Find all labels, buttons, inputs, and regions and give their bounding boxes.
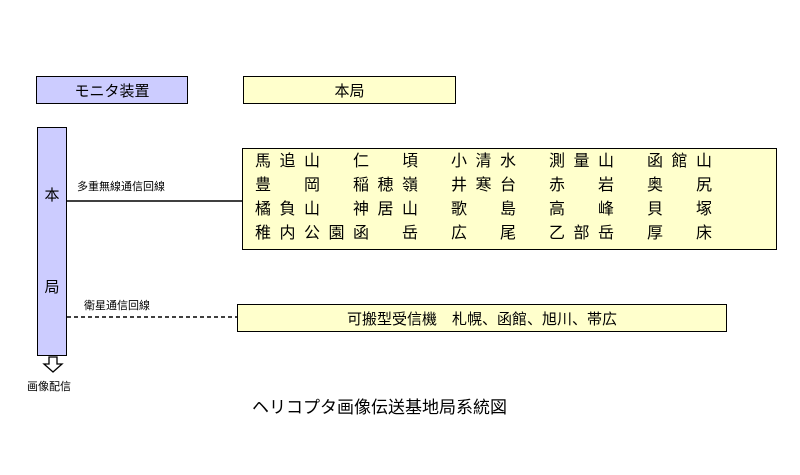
main-station-column: 本 局: [37, 127, 67, 356]
station-char: 馬: [255, 151, 272, 170]
station-char: 館: [671, 151, 688, 170]
station-char: 岳: [598, 223, 615, 242]
station-char: 尻: [696, 175, 713, 194]
station-char: 台: [500, 175, 517, 194]
station-char: 井: [451, 175, 468, 194]
station-char: 仁: [353, 151, 370, 170]
station-char: 測: [549, 151, 566, 170]
multiplex-link-label: 多重無線通信回線: [77, 180, 165, 193]
station-char: 神: [353, 199, 370, 218]
station-char: 山: [402, 199, 419, 218]
station-char: 穂: [377, 175, 394, 194]
station-char: 歌: [451, 199, 468, 218]
station-char: 稲: [353, 175, 370, 194]
station-char: 小: [451, 151, 468, 170]
station-char: 寒: [475, 175, 492, 194]
station-char: 貝: [647, 199, 664, 218]
station-char: 部: [573, 223, 590, 242]
station-char: 函: [647, 151, 664, 170]
main-station-label-box: 本局: [243, 76, 456, 104]
station-char: 峰: [598, 199, 615, 218]
station-char: 奥: [647, 175, 664, 194]
portable-receiver-box: 可搬型受信機 札幌、函館、旭川、帯広: [237, 304, 727, 332]
delivery-arrow-icon: [42, 356, 64, 373]
main-station-char-1: 本: [44, 186, 60, 204]
main-station-char-2: 局: [44, 278, 60, 296]
station-char: 尾: [500, 223, 517, 242]
station-char: 岡: [304, 175, 321, 194]
station-char: 山: [304, 151, 321, 170]
station-char: 負: [279, 199, 296, 218]
station-char: 山: [598, 151, 615, 170]
station-char: 清: [475, 151, 492, 170]
station-char: 居: [377, 199, 394, 218]
station-char: 頃: [402, 151, 419, 170]
station-char: 橘: [255, 199, 272, 218]
diagram-title: ヘリコプタ画像伝送基地局系統図: [252, 398, 507, 418]
satellite-link-label: 衛星通信回線: [84, 299, 150, 312]
station-char: 塚: [696, 199, 713, 218]
station-char: 内: [279, 223, 296, 242]
image-delivery-label: 画像配信: [27, 380, 71, 393]
station-char: 岩: [598, 175, 615, 194]
station-char: 公: [304, 223, 321, 242]
relay-stations-box: 馬追山仁頃小清水測量山函館山豊岡稲穂嶺井寒台赤岩奥尻橘負山神居山歌島高峰貝塚稚内…: [242, 148, 777, 250]
station-char: 岳: [402, 223, 419, 242]
station-char: 乙: [549, 223, 566, 242]
station-char: 嶺: [402, 175, 419, 194]
station-char: 島: [500, 199, 517, 218]
station-char: 函: [353, 223, 370, 242]
station-char: 山: [696, 151, 713, 170]
station-char: 赤: [549, 175, 566, 194]
station-char: 厚: [647, 223, 664, 242]
station-char: 追: [279, 151, 296, 170]
station-char: 園: [328, 223, 345, 242]
station-char: 広: [451, 223, 468, 242]
station-char: 稚: [255, 223, 272, 242]
station-char: 豊: [255, 175, 272, 194]
station-char: 山: [304, 199, 321, 218]
station-char: 高: [549, 199, 566, 218]
station-char: 量: [573, 151, 590, 170]
station-char: 床: [696, 223, 713, 242]
monitor-equipment-box: モニタ装置: [36, 76, 188, 104]
station-char: 水: [500, 151, 517, 170]
